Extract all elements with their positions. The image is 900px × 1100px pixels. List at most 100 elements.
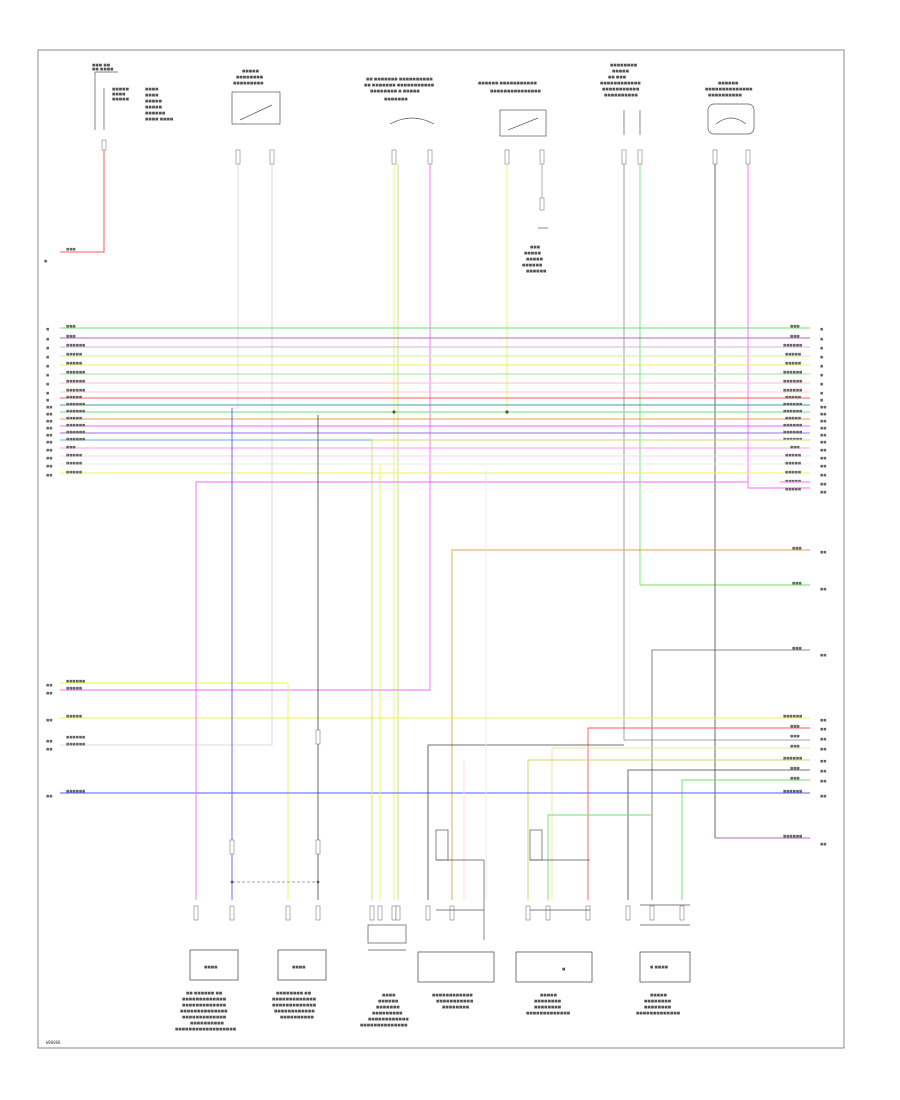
svg-text:■■■■■■■■■■■: ■■■■■■■■■■■ (436, 999, 474, 1003)
svg-text:■■: ■■ (820, 490, 826, 494)
svg-text:■■: ■■ (46, 747, 52, 751)
svg-text:■■■ ■■: ■■■ ■■ (92, 63, 111, 67)
switch-component: ■■■■■■ ■■■■■■■■■■■ ■■■■■■■■■■■■■■■ ■■■ ■… (478, 81, 548, 273)
connector-component-center: ■■ ■■■■■■■ ■■■■■■■■■■ ■■ ■■■■■■■ ■■■■■■■… (364, 77, 435, 165)
svg-text:■■■: ■■■ (790, 724, 800, 728)
svg-text:■■: ■■ (46, 419, 52, 423)
bus-labels-left: ■■■ ■■■ ■■■■■■ ■■■■■ ■■■■■ ■■■■■■ ■■■■■■… (66, 324, 85, 474)
svg-text:■■■■■■■■■■■■■: ■■■■■■■■■■■■■ (182, 997, 227, 1001)
svg-text:■■■■■■: ■■■■■■ (378, 999, 399, 1003)
svg-text:■: ■ (820, 355, 823, 359)
svg-text:■■: ■■ (820, 426, 826, 430)
svg-text:■■■■■■■■: ■■■■■■■■ (534, 999, 562, 1003)
svg-text:■■■■■■: ■■■■■■ (783, 423, 802, 427)
diagram-code: W00000 (46, 1040, 61, 1045)
svg-text:■■: ■■ (820, 769, 826, 773)
svg-text:■■: ■■ (820, 759, 826, 763)
svg-text:■■■: ■■■ (66, 324, 76, 328)
relay-component-1: ■■■■■ ■■■■■■■■ ■■■■■■■■■ (231, 69, 281, 165)
harness-bus (60, 327, 810, 474)
svg-text:■■■■■: ■■■■■ (112, 87, 130, 91)
svg-text:■■: ■■ (46, 405, 52, 409)
svg-text:■■■■■: ■■■■■ (526, 257, 544, 261)
svg-text:■■■■■: ■■■■■ (785, 395, 801, 399)
svg-text:■■■■■■■■■■■■■: ■■■■■■■■■■■■■ (272, 1003, 317, 1007)
svg-text:■■■■■■■: ■■■■■■■ (376, 1005, 400, 1009)
svg-text:■■■■■: ■■■■■ (785, 416, 801, 420)
svg-text:■■: ■■ (46, 448, 52, 452)
svg-text:■■■■: ■■■■ (112, 92, 126, 96)
svg-text:■■■: ■■■ (66, 334, 76, 338)
svg-text:■■■: ■■■ (792, 546, 802, 550)
svg-text:■■■■■■■■■■■■■: ■■■■■■■■■■■■■ (526, 1011, 571, 1015)
svg-text:■■■■■■: ■■■■■■ (783, 437, 802, 441)
svg-text:■■: ■■ (46, 426, 52, 430)
svg-text:■■■■■: ■■■■■ (785, 453, 801, 457)
svg-text:■■■■: ■■■■ (204, 965, 218, 969)
sensor-component-right: ■■■■■■ ■■■■■■■■■■■■■■ ■■■■■■■■■■ (705, 81, 755, 165)
svg-text:■■: ■■ (820, 718, 826, 722)
svg-text:■■■■■■: ■■■■■■ (66, 379, 85, 383)
svg-text:■■: ■■ (46, 473, 52, 477)
svg-text:■■■■: ■■■■ (145, 87, 159, 91)
svg-text:■■: ■■ (46, 412, 52, 416)
svg-text:■■■■■: ■■■■■ (66, 453, 82, 457)
svg-text:■■■■■■: ■■■■■■ (66, 423, 85, 427)
svg-text:■■: ■■ (46, 794, 52, 798)
diagram-frame (37, 49, 845, 1049)
svg-text:■■: ■■ (820, 794, 826, 798)
svg-text:■■: ■■ (46, 683, 52, 687)
svg-text:■: ■ (820, 391, 823, 395)
svg-text:■: ■ (46, 398, 49, 402)
svg-text:■■■: ■■■ (790, 734, 800, 738)
svg-text:■: ■ (820, 382, 823, 386)
svg-text:■■■: ■■■ (792, 581, 802, 585)
svg-text:■■■■■: ■■■■■ (540, 993, 558, 997)
svg-text:■■■■■■: ■■■■■■ (66, 742, 85, 746)
svg-text:■■■■■■■■ ■■: ■■■■■■■■ ■■ (276, 991, 312, 995)
svg-text:■■■■■: ■■■■■ (785, 479, 801, 483)
svg-text:■■■: ■■■ (790, 776, 800, 780)
svg-text:■: ■ (46, 327, 49, 331)
control-module-2: ■■■■ ■■■■■■■■ ■■ ■■■■■■■■■■■■■ ■■■■■■■■■… (272, 949, 327, 1019)
svg-text:■: ■ (820, 327, 823, 331)
svg-text:■■■■■■■■■■: ■■■■■■■■■■ (280, 1015, 315, 1019)
svg-text:■■■■■■: ■■■■■■ (526, 269, 547, 273)
svg-text:■■■■■■■■: ■■■■■■■■ (610, 63, 638, 67)
svg-text:■■■■■■: ■■■■■■ (66, 370, 85, 374)
svg-text:■■■■■■: ■■■■■■ (783, 756, 802, 760)
svg-text:■■■■■■■■■■: ■■■■■■■■■■ (708, 93, 743, 97)
svg-text:■■■■■: ■■■■■ (66, 416, 82, 420)
svg-text:■: ■ (46, 355, 49, 359)
svg-text:■■: ■■ (820, 448, 826, 452)
svg-text:■■ ■■■■: ■■ ■■■■ (92, 67, 114, 71)
svg-text:■■: ■■ (820, 456, 826, 460)
svg-text:■: ■ (820, 373, 823, 377)
svg-text:■■■■■: ■■■■■ (785, 461, 801, 465)
bus-labels-right: ■■■ ■■■ ■■■■■■ ■■■■■ ■■■■■ ■■■■■■ ■■■■■■… (783, 324, 802, 491)
svg-text:■■■■■■: ■■■■■■ (783, 409, 802, 413)
svg-text:■■■■■■■■■: ■■■■■■■■■ (233, 81, 264, 85)
module-connectors (193, 729, 685, 921)
svg-text:■: ■ (46, 382, 49, 386)
svg-text:■■■■■: ■■■■■ (145, 99, 163, 103)
svg-text:■■■■■■: ■■■■■■ (783, 402, 802, 406)
svg-text:■■: ■■ (46, 464, 52, 468)
svg-text:■: ■ (44, 259, 47, 263)
svg-text:■■: ■■ (46, 739, 52, 743)
svg-text:■■ ■■■■■■ ■■: ■■ ■■■■■■ ■■ (186, 991, 223, 995)
svg-text:■■■■■■■■■■■■■: ■■■■■■■■■■■■■ (636, 1011, 681, 1015)
svg-text:■■: ■■ (820, 412, 826, 416)
svg-text:■■■■■■: ■■■■■■ (783, 789, 802, 793)
svg-text:■■■: ■■■ (790, 766, 800, 770)
svg-text:■■■■■: ■■■■■ (524, 251, 542, 255)
svg-text:■■■■■: ■■■■■ (145, 105, 163, 109)
svg-text:■■■■■■■■: ■■■■■■■■ (644, 999, 672, 1003)
svg-text:■■: ■■ (820, 464, 826, 468)
svg-text:■■■: ■■■ (790, 324, 800, 328)
svg-text:■■■■■■: ■■■■■■ (145, 111, 166, 115)
svg-text:■■■■■: ■■■■■ (785, 487, 801, 491)
svg-text:■■■■■■: ■■■■■■ (718, 81, 739, 85)
svg-text:■■■■■■■■■■■■: ■■■■■■■■■■■■ (600, 81, 641, 85)
svg-text:■: ■ (820, 364, 823, 368)
